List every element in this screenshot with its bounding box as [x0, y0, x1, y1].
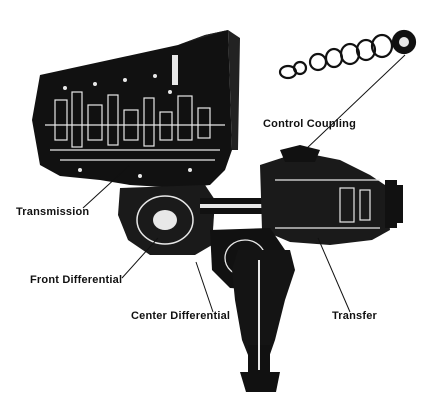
label-front-differential: Front Differential: [30, 274, 123, 286]
label-center-differential: Center Differential: [131, 310, 231, 322]
transmission-case: [32, 30, 240, 188]
label-control-coupling: Control Coupling: [263, 118, 357, 130]
leader-lines: [82, 54, 406, 313]
control-coupling-exploded-parts: [278, 29, 417, 80]
rear-drive-assembly: [232, 250, 295, 392]
transfer-case-housing: [260, 145, 403, 245]
front-differential-housing: [118, 185, 215, 255]
label-transfer: Transfer: [332, 310, 378, 322]
label-transmission: Transmission: [16, 206, 90, 218]
